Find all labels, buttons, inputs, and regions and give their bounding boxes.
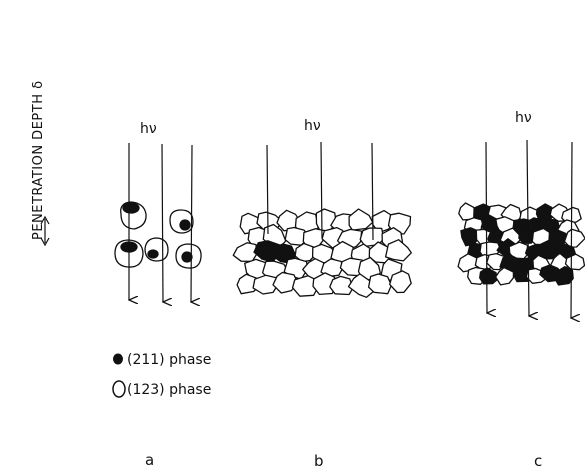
panel-b-123-grain [369,274,392,294]
legend-label-123: (123) phase [127,382,211,398]
legend-label-211: (211) phase [127,352,211,368]
panel-a-grains [115,202,201,268]
panel-letter-b: b [314,452,324,470]
legend-filled-grain-icon [113,354,123,365]
legend-open-grain-icon [113,381,125,397]
photon-label-c: hν [515,110,532,126]
panel-c-grains [458,203,585,285]
panel-c-211-grain [480,268,498,284]
panel-b-123-grain [349,209,373,230]
panel-letter-c: c [534,452,542,470]
penetration-depth-label: PENETRATION DEPTH δ [31,80,46,240]
panel-letter-a: a [145,451,154,469]
photon-label-a: hν [140,121,157,137]
panel-c-123-grain [565,229,585,247]
legend: (211) phase (123) phase [113,352,211,398]
photon-label-b: hν [304,118,321,134]
panel-b-123-grain [233,243,256,262]
